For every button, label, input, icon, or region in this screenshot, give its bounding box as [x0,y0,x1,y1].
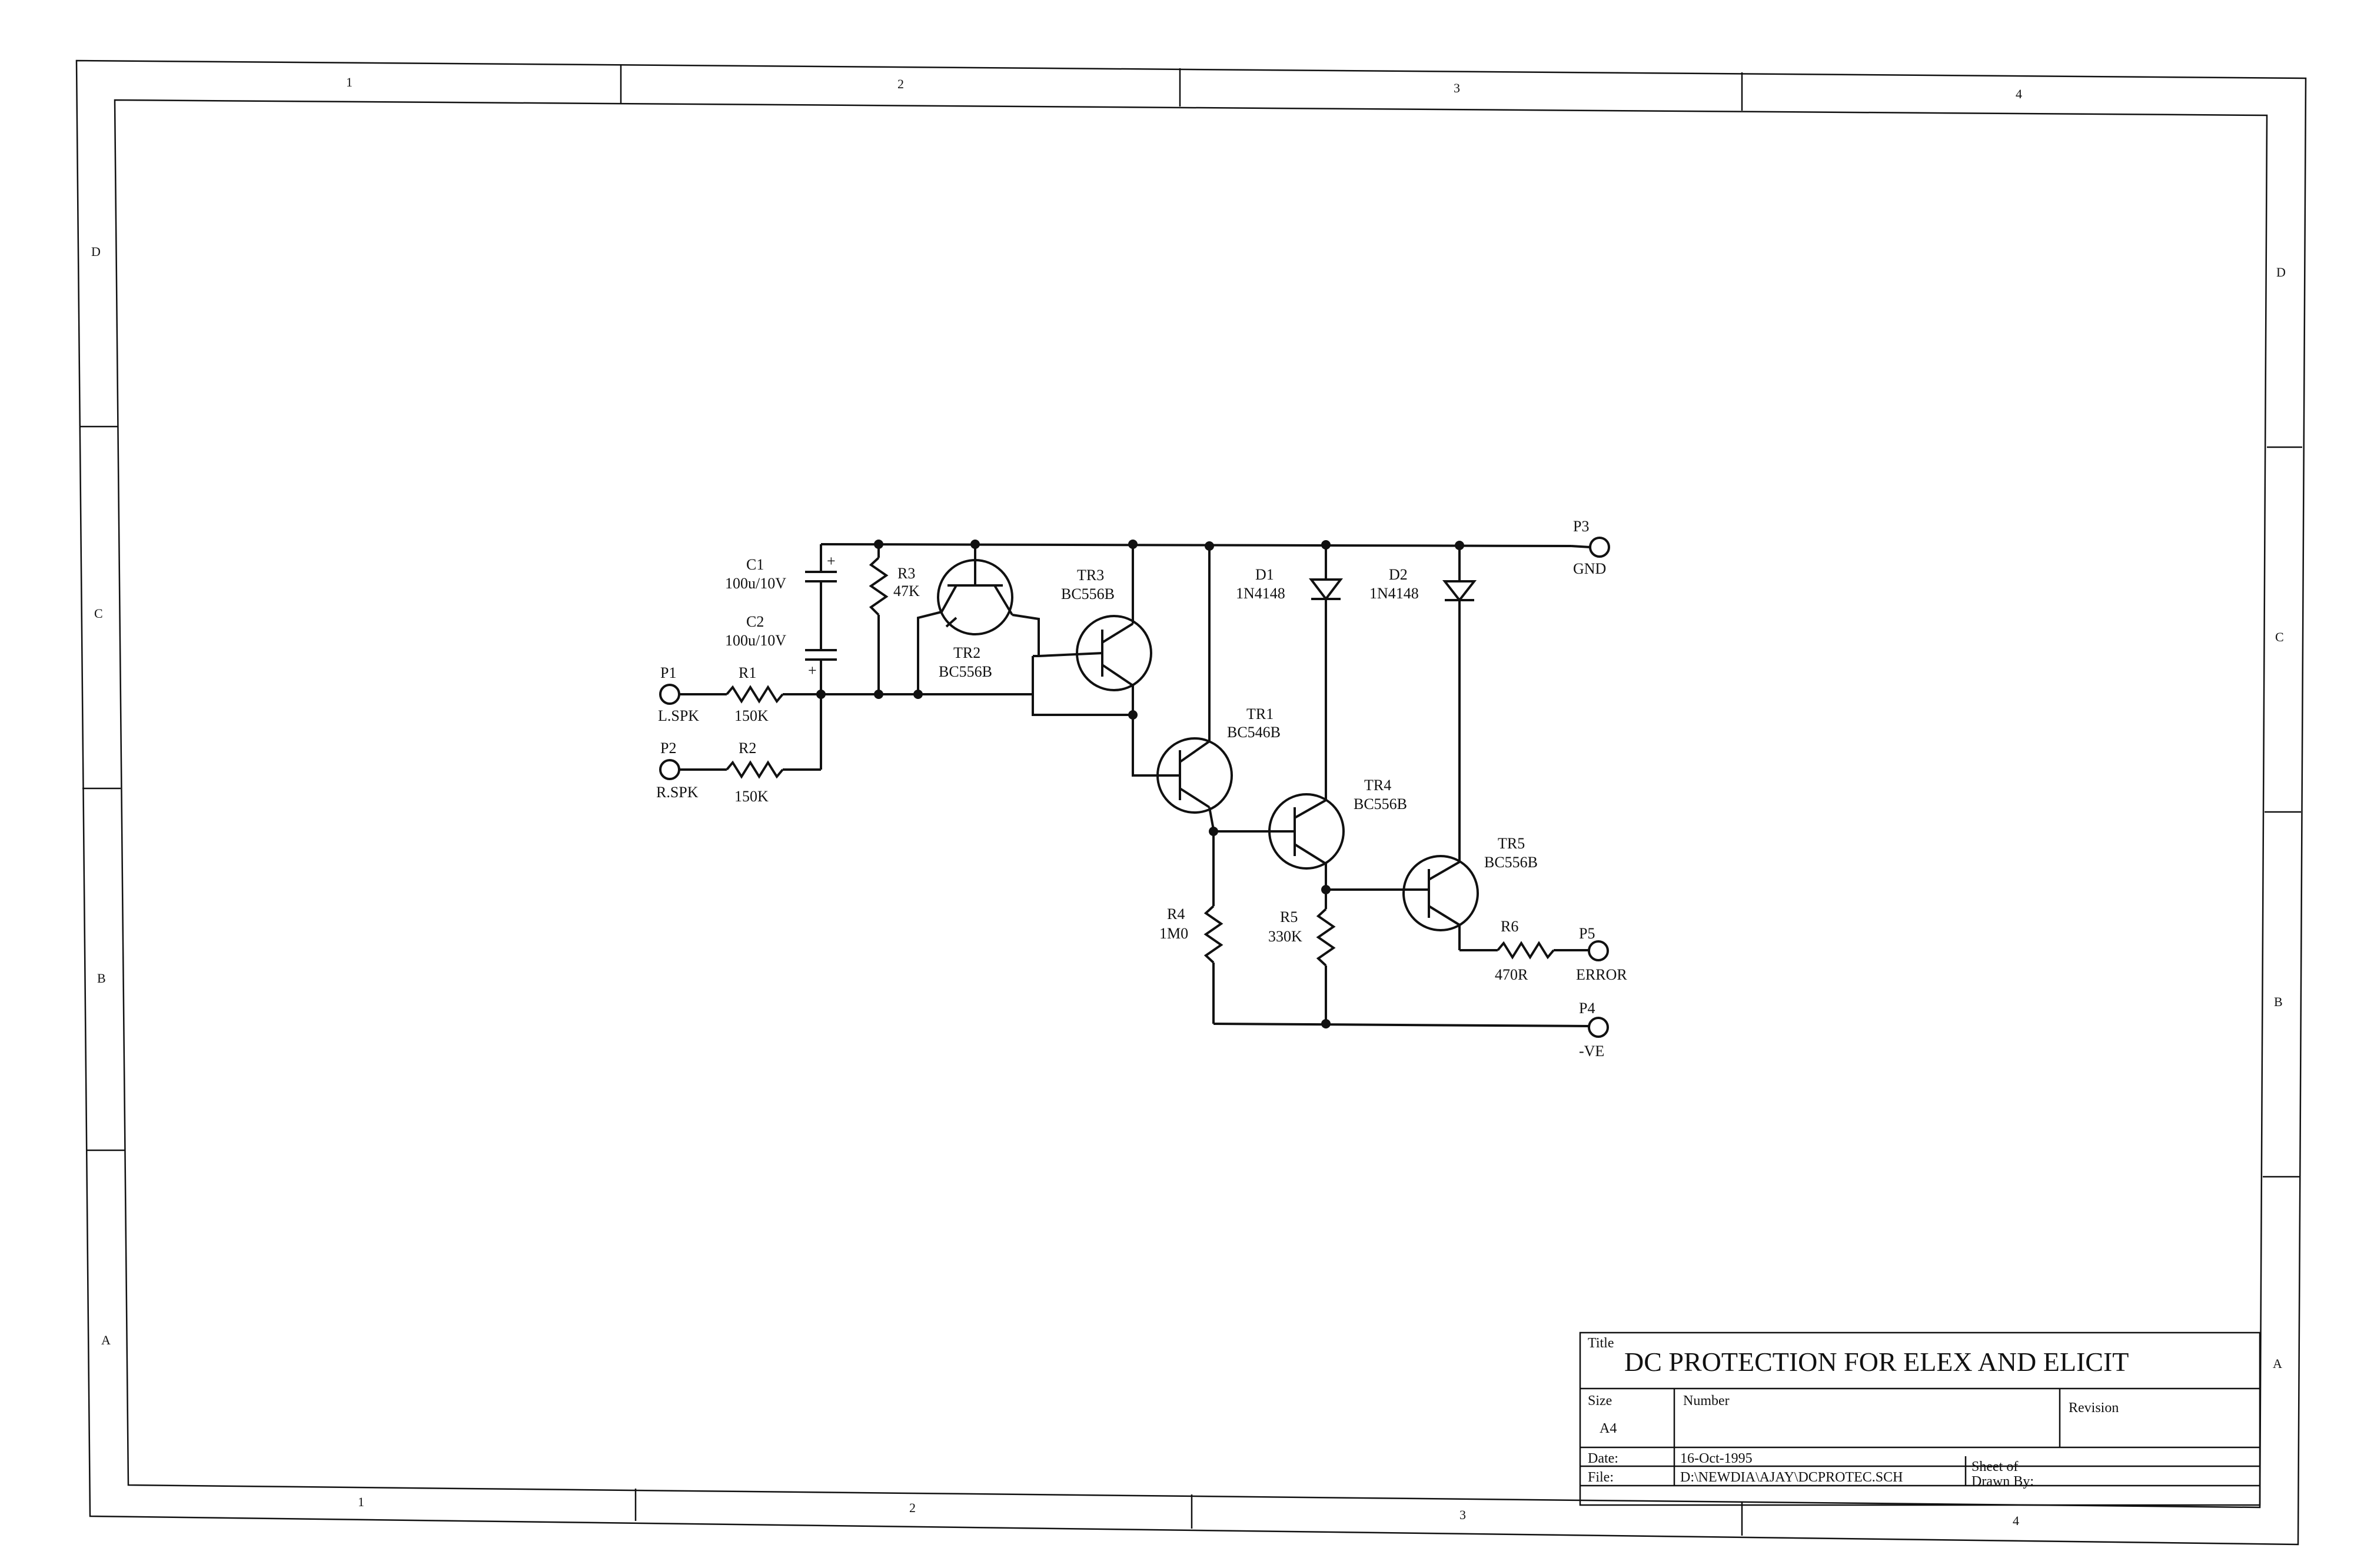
label-tr1-ref: TR1 [1246,705,1274,723]
resistor-r2 [726,760,784,779]
number-label: Number [1683,1393,1730,1409]
resistor-r1 [726,685,784,704]
label-tr2-ref: TR2 [953,644,980,661]
label-p2-ref: P2 [660,740,676,757]
label-d2-ref: D2 [1389,566,1408,583]
label-tr1-value: BC546B [1227,724,1281,741]
revision-label: Revision [2069,1400,2119,1416]
label-c2-ref: C2 [746,613,764,630]
label-r4-ref: R4 [1167,905,1185,923]
size-value: A4 [1600,1421,1617,1436]
label-r5-value: 330K [1268,928,1302,945]
label-r2-value: 150K [734,788,769,805]
diode-d1 [1308,544,1344,800]
capacitor-c2: + [805,649,837,770]
label-p3-ref: P3 [1573,518,1589,535]
zone-left-b: B [97,971,106,986]
label-tr5-ref: TR5 [1498,835,1525,852]
label-d1-ref: D1 [1255,566,1274,583]
label-r1-ref: R1 [739,664,756,681]
file-value: D:\NEWDIA\AJAY\DCPROTEC.SCH [1680,1470,1903,1485]
label-r4-value: 1M0 [1159,925,1188,942]
component-labels: C1 100u/10V C2 100u/10V R3 47K TR2 BC556… [656,518,1627,1060]
label-c1-ref: C1 [746,556,764,573]
zone-left-d: D [91,244,101,259]
zone-top-4: 4 [2016,86,2022,101]
zone-top-3: 3 [1454,81,1460,95]
zone-left-a: A [101,1333,111,1347]
zone-bottom-3: 3 [1459,1507,1466,1522]
label-r6-value: 470R [1495,966,1528,983]
drawn-by-label: Drawn By: [1971,1474,2034,1489]
transistor-tr4 [1213,793,1345,888]
transistor-tr1 [1132,546,1233,830]
label-tr3-value: BC556B [1061,585,1115,602]
sheet-border [75,59,2307,1546]
label-r1-value: 150K [734,707,769,724]
title-block: Title DC PROTECTION FOR ELEX AND ELICIT … [1579,1331,2261,1506]
transistor-tr2 [917,544,1040,694]
capacitor-c1: + [805,544,837,650]
label-p5-name: ERROR [1576,966,1627,983]
zone-top-2: 2 [897,76,904,91]
zone-bottom-1: 1 [358,1494,364,1509]
port-p2-terminal [659,759,680,780]
label-r3-ref: R3 [897,565,915,582]
file-label: File: [1588,1470,1614,1485]
size-label: Size [1588,1393,1612,1409]
port-p5-terminal [1588,940,1609,961]
label-tr2-value: BC556B [939,663,992,680]
resistor-r3 [869,557,889,616]
label-p1-name: L.SPK [658,707,699,724]
zone-right-d: D [2276,265,2286,279]
label-p4-name: -VE [1579,1043,1604,1060]
zone-bottom-2: 2 [909,1500,916,1515]
zone-left-c: C [94,606,103,621]
title-label: Title [1588,1336,1614,1351]
resistor-r5 [1316,908,1336,967]
date-value: 16-Oct-1995 [1680,1451,1753,1466]
zone-right-a: A [2273,1356,2282,1371]
zone-right-c: C [2275,630,2284,644]
zone-right-b: B [2274,994,2283,1009]
label-p2-name: R.SPK [656,784,699,801]
resistor-r4 [1203,905,1223,964]
label-r5-ref: R5 [1280,908,1298,926]
label-p3-name: GND [1573,560,1606,577]
c1-plus: + [827,552,836,570]
label-tr3-ref: TR3 [1077,567,1104,584]
label-tr4-value: BC556B [1354,795,1407,813]
label-p1-ref: P1 [660,664,676,681]
sheet-label: Sheet of [1971,1459,2018,1474]
diode-d2 [1442,544,1477,862]
c2-plus: + [808,662,817,679]
transistor-tr3 [1032,544,1152,730]
label-p4-ref: P4 [1579,1000,1595,1017]
drawing-title: DC PROTECTION FOR ELEX AND ELICIT [1624,1347,2129,1377]
label-r6-ref: R6 [1501,918,1518,935]
port-p4-terminal [1588,1017,1609,1038]
label-d2-value: 1N4148 [1369,585,1419,602]
zone-top-1: 1 [346,75,353,89]
resistor-r6 [1497,941,1555,960]
zone-bottom-4: 4 [2013,1513,2019,1528]
label-c1-value: 100u/10V [725,575,786,592]
port-p3-terminal [1589,537,1610,558]
label-tr4-ref: TR4 [1364,777,1391,794]
circuit: + + [659,537,1610,1038]
label-r2-ref: R2 [739,740,756,757]
transistor-tr5 [1326,855,1479,950]
port-p1-terminal [659,684,680,705]
label-tr5-value: BC556B [1484,854,1538,871]
date-label: Date: [1588,1451,1618,1466]
label-d1-value: 1N4148 [1236,585,1285,602]
label-r3-value: 47K [893,582,920,600]
label-p5-ref: P5 [1579,925,1595,942]
zone-labels: 1 2 3 4 1 2 3 4 D C B A D C B A [91,75,2286,1528]
label-c2-value: 100u/10V [725,632,786,649]
